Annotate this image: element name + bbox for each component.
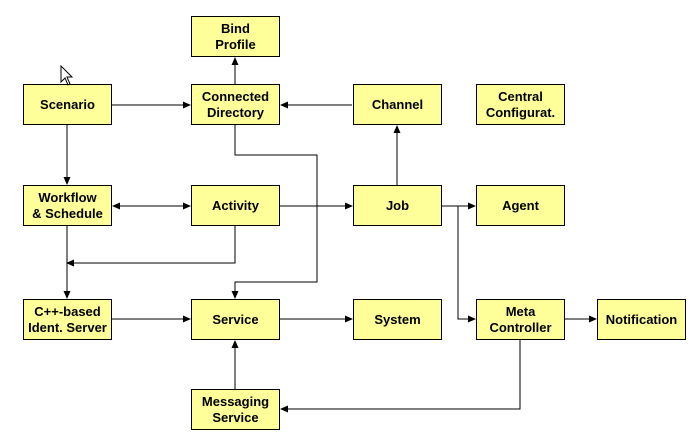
node-notification: Notification xyxy=(597,299,686,340)
edge-job-to-meta-controller xyxy=(442,205,476,323)
node-meta-controller: Meta Controller xyxy=(476,299,565,340)
node-scenario: Scenario xyxy=(23,84,112,125)
node-service: Service xyxy=(191,299,280,340)
node-bind-profile: Bind Profile xyxy=(191,16,280,57)
node-agent: Agent xyxy=(476,185,565,226)
mouse-cursor-icon xyxy=(60,65,74,86)
node-channel: Channel xyxy=(353,84,442,125)
node-job: Job xyxy=(353,185,442,226)
node-system: System xyxy=(353,299,442,340)
node-workflow-schedule: Workflow & Schedule xyxy=(23,185,112,226)
node-activity: Activity xyxy=(191,185,280,226)
node-connected-directory: Connected Directory xyxy=(191,84,280,125)
edge-activity-to-ident-server xyxy=(66,226,236,267)
edge-meta-controller-to-messaging-service xyxy=(280,340,521,413)
node-central-configuration: Central Configurat. xyxy=(476,84,565,125)
node-messaging-service: Messaging Service xyxy=(191,389,280,430)
edge-connected-directory-to-service xyxy=(231,125,318,299)
node-ident-server: C++-based Ident. Server xyxy=(23,299,112,340)
